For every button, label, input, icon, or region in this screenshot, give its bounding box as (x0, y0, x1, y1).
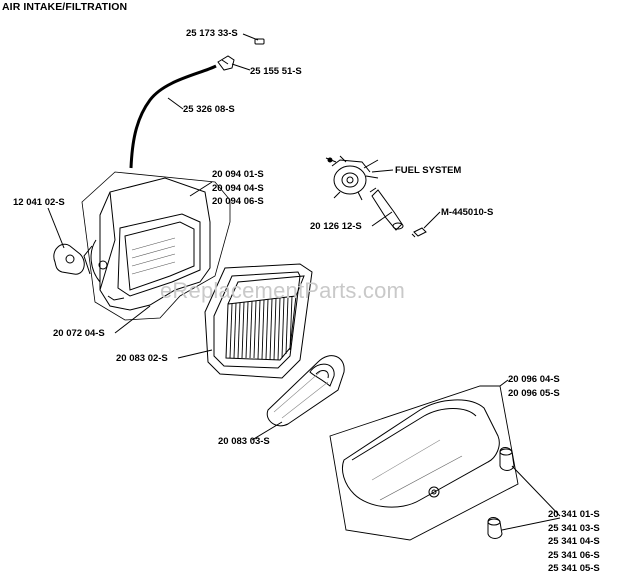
label-25-155-51: 25 155 51-S (250, 66, 302, 77)
label-fuel-system: FUEL SYSTEM (395, 165, 462, 176)
gasket-part (53, 243, 85, 275)
label-25-341-03: 25 341 03-S (548, 522, 600, 534)
elbow-fitting (369, 187, 404, 231)
watermark-text: eReplacementParts.com (160, 278, 406, 303)
label-20-096-05: 20 096 05-S (508, 387, 560, 399)
label-25-341-06: 25 341 06-S (548, 549, 600, 561)
cover-part-numbers: 20 096 04-S 20 096 05-S (508, 373, 560, 400)
pin-part (254, 38, 265, 45)
label-20-083-02: 20 083 02-S (116, 353, 168, 364)
label-20-072-04: 20 072 04-S (53, 328, 105, 339)
label-20-094-06: 20 094 06-S (212, 196, 264, 207)
housing-part-numbers: 20 094 01-S 20 094 04-S 20 094 06-S (212, 168, 264, 209)
label-25-341-05: 25 341 05-S (548, 563, 600, 574)
label-20-083-03: 20 083 03-S (218, 436, 270, 447)
label-20-341-01: 20 341 01-S (548, 509, 600, 520)
air-cleaner-cover (341, 399, 500, 508)
pre-cleaner (266, 355, 345, 427)
label-25-173-33: 25 173 33-S (186, 28, 238, 39)
knob-part-numbers: 20 341 01-S 25 341 03-S 25 341 04-S 25 3… (548, 508, 600, 576)
label-20-126-12: 20 126 12-S (310, 221, 362, 232)
knob-upper (499, 447, 515, 471)
label-25-341-04: 25 341 04-S (548, 536, 600, 547)
clip-part (217, 55, 235, 71)
label-m-445010: M-445010-S (441, 207, 494, 218)
label-12-041-02: 12 041 02-S (13, 197, 65, 208)
fuel-pump (325, 155, 379, 201)
diagram-title: AIR INTAKE/FILTRATION (2, 1, 128, 13)
label-20-094-01: 20 094 01-S (212, 169, 264, 180)
label-25-326-08: 25 326 08-S (183, 104, 235, 115)
label-20-094-04: 20 094 04-S (212, 182, 264, 194)
knob-lower (487, 517, 503, 539)
air-filter-element (204, 263, 313, 379)
breather-hose (129, 64, 217, 169)
screw-part (411, 227, 427, 238)
air-cleaner-base (83, 177, 211, 311)
label-20-096-04: 20 096 04-S (508, 374, 560, 385)
